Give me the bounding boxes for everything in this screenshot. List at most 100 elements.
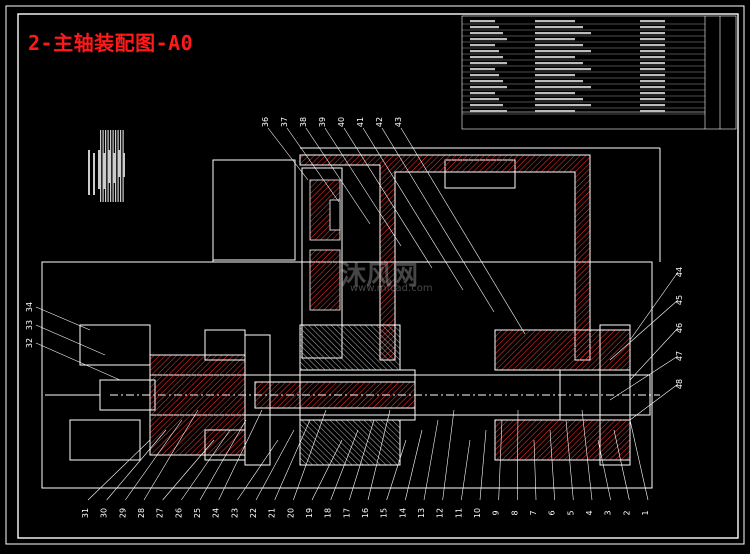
leader-line <box>405 429 423 501</box>
part-number-bottom: 10 <box>473 508 482 518</box>
part-number-left: 33 <box>25 320 34 330</box>
housing <box>41 147 661 489</box>
leader-line <box>324 127 402 247</box>
leader-line <box>479 429 487 501</box>
part-number-bottom: 18 <box>324 508 333 518</box>
leader-line <box>125 419 183 501</box>
leader-line <box>498 419 503 501</box>
leader-line <box>305 127 371 225</box>
part-number-top: 40 <box>337 117 346 127</box>
part-number-bottom: 16 <box>361 508 370 518</box>
part-number-bottom: 29 <box>118 508 127 518</box>
leader-line <box>311 439 343 501</box>
part-number-top: 41 <box>356 117 365 127</box>
part-number-right: 45 <box>675 295 684 305</box>
part-number-top: 37 <box>280 117 289 127</box>
leader-line <box>274 419 311 501</box>
leader-lines <box>35 127 679 501</box>
leader-line <box>629 271 679 341</box>
part-number-bottom: 21 <box>268 508 277 518</box>
leader-line <box>367 409 391 501</box>
leader-line <box>237 439 279 501</box>
part-number-right: 47 <box>675 351 684 361</box>
leader-line <box>609 355 679 401</box>
part-number-bottom: 5 <box>566 510 575 515</box>
part-number-bottom: 30 <box>100 508 109 518</box>
part-number-bottom: 25 <box>193 508 202 518</box>
part-number-bottom: 24 <box>212 508 221 518</box>
part-number-bottom: 12 <box>436 508 445 518</box>
part-number-top: 42 <box>375 117 384 127</box>
leader-line <box>181 429 231 501</box>
part-number-bottom: 31 <box>81 508 90 518</box>
part-number-bottom: 20 <box>286 508 295 518</box>
part-number-bottom: 28 <box>137 508 146 518</box>
leader-line <box>218 409 263 501</box>
part-number-bottom: 2 <box>622 510 631 515</box>
leader-line <box>162 439 215 501</box>
part-number-bottom: 17 <box>342 508 351 518</box>
leader-line <box>386 439 407 501</box>
leader-line <box>629 383 679 421</box>
part-number-bottom: 8 <box>510 510 519 515</box>
watermark-url: www.mfcad.com <box>350 283 433 294</box>
part-number-right: 48 <box>675 379 684 389</box>
leader-line <box>629 327 679 381</box>
leader-line <box>199 419 247 501</box>
part-number-top: 38 <box>299 117 308 127</box>
part-number-top: 36 <box>261 117 270 127</box>
part-labels-left: 34 33 32 <box>25 302 34 348</box>
watermark-logo: 沐风网 <box>340 261 419 291</box>
part-number-bottom: 22 <box>249 508 258 518</box>
leader-line <box>442 409 455 501</box>
part-number-right: 44 <box>675 267 684 277</box>
drawing-title: 2-主轴装配图-A0 <box>28 31 194 55</box>
outer-frame <box>5 5 745 545</box>
leader-line <box>286 127 340 203</box>
leader-line <box>349 419 375 501</box>
part-number-bottom: 3 <box>604 510 613 515</box>
inner-frame <box>17 13 739 539</box>
leader-line <box>143 409 199 501</box>
rear-cylinder <box>45 324 271 466</box>
leader-line <box>461 439 471 501</box>
part-number-bottom: 4 <box>585 510 594 515</box>
part-number-bottom: 19 <box>305 508 314 518</box>
part-number-left: 34 <box>25 302 34 312</box>
part-number-bottom: 11 <box>454 508 463 518</box>
leader-line <box>255 429 295 501</box>
leader-line <box>267 127 309 181</box>
leader-line <box>293 409 327 501</box>
leader-line <box>381 127 495 313</box>
part-number-left: 32 <box>25 338 34 348</box>
part-number-top: 39 <box>318 117 327 127</box>
leader-line <box>629 419 649 501</box>
part-number-bottom: 26 <box>174 508 183 518</box>
part-number-bottom: 27 <box>156 508 165 518</box>
leader-line <box>35 342 121 381</box>
part-number-bottom: 9 <box>492 510 501 515</box>
leader-line <box>517 409 519 501</box>
leader-line <box>87 439 151 501</box>
part-number-bottom: 14 <box>398 508 407 518</box>
part-number-top: 43 <box>394 117 403 127</box>
technical-notes <box>88 130 125 202</box>
part-number-bottom: 13 <box>417 508 426 518</box>
leader-line <box>362 127 464 291</box>
leader-line <box>423 419 439 501</box>
part-number-bottom: 15 <box>380 508 389 518</box>
leader-line <box>613 429 630 501</box>
leader-line <box>565 419 574 501</box>
gear-box <box>299 154 591 361</box>
leader-line <box>35 324 106 356</box>
part-number-bottom: 23 <box>230 508 239 518</box>
leader-line <box>581 409 593 501</box>
leader-line <box>106 429 167 501</box>
leader-line <box>35 306 91 331</box>
leader-line <box>400 127 526 335</box>
part-number-bottom: 6 <box>548 510 557 515</box>
